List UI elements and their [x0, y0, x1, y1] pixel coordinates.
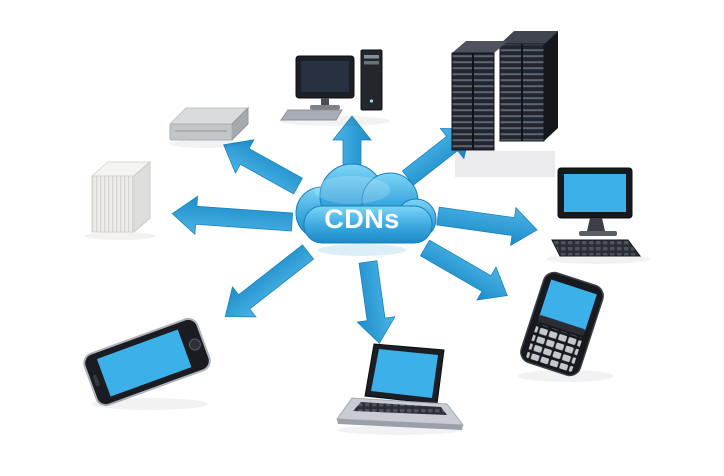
desktop-computer-icon: [280, 49, 390, 126]
storage-box-shadow: [84, 232, 156, 240]
workstation-icon: [546, 167, 650, 264]
laptop-icon: [336, 343, 465, 435]
external-drive-icon: [168, 106, 250, 148]
arrow-to-storage-box: [171, 195, 294, 236]
storage-box-front: [91, 175, 135, 233]
pc-monitor-screen: [301, 61, 349, 92]
cloud-shadow: [318, 244, 406, 256]
pc-tower: [360, 49, 383, 111]
arrow-to-workstation: [436, 206, 538, 247]
arrow-to-external-drive: [223, 139, 303, 195]
smartphone-home-button: [188, 338, 201, 351]
laptop-screen: [371, 349, 438, 398]
server-rack-icon: [451, 31, 558, 177]
external-drive-front: [169, 123, 233, 141]
smartphone-icon: [83, 317, 211, 407]
laptop-keyboard: [353, 402, 447, 415]
arrow-to-qwerty-smartphone: [419, 239, 508, 301]
arrow-to-laptop: [356, 260, 396, 344]
pc-keyboard: [280, 109, 343, 121]
cloud-label: CDNs: [324, 204, 400, 234]
smartphone-screen: [96, 329, 192, 397]
workstation-screen: [564, 174, 626, 212]
cloud-icon: CDNs: [295, 163, 437, 256]
blackberry-phone-icon: [520, 271, 604, 377]
blackberry-keypad: [526, 323, 583, 372]
blackberry-shadow: [518, 370, 614, 382]
smartphone-shadow: [92, 398, 208, 410]
workstation-keyboard: [551, 239, 641, 257]
storage-box-icon: [84, 160, 156, 240]
server-reflection: [455, 151, 555, 177]
arrow-to-touch-smartphone: [224, 244, 315, 318]
external-drive-shadow: [170, 140, 242, 148]
arrows: [171, 115, 538, 344]
